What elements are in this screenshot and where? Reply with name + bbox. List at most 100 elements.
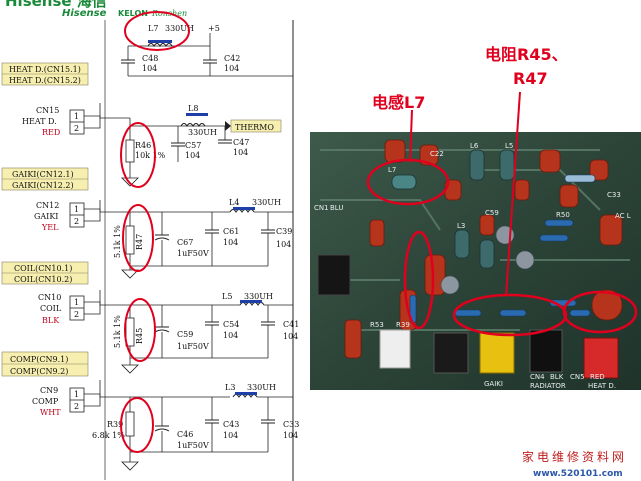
silk-gaiki: GAIKI [484, 380, 503, 388]
cn9-name: COMP [32, 397, 59, 406]
c47-label: C47 [233, 138, 249, 147]
cn15-pin1: 1 [74, 112, 79, 121]
l8-label: L8 [188, 104, 198, 113]
silk-blu: BLU [330, 204, 343, 212]
tag-gaiki-1: GAIKI(CN12.1) [12, 170, 74, 179]
brand-logo: Hisense 海信 [5, 0, 107, 10]
cn10-label: CN10 [38, 293, 61, 302]
cn15-name: HEAT D. [22, 117, 57, 126]
r45-value: 5.1k 1% [113, 315, 122, 348]
silk-r50: R50 [556, 211, 570, 219]
cn10-pin1: 1 [74, 298, 79, 307]
highlight-l7-pcb [366, 158, 450, 206]
silk-cn5: CN5 [570, 373, 585, 381]
connector-cn10: CN10 COIL BLK 1 2 [38, 290, 130, 325]
highlight-r39 [120, 397, 154, 453]
c46-value: 1uF50V [177, 441, 209, 450]
c67-label: C67 [177, 238, 193, 247]
tag-comp: COMP(CN9.1) COMP(CN9.2) [1, 351, 89, 377]
connector-tags: HEAT D.(CN15.1) HEAT D.(CN15.2) GAIKI(CN… [1, 62, 89, 377]
c43-value: 104 [223, 431, 238, 440]
l7-value: 330UH [165, 24, 194, 33]
cn12-wire: YEL [41, 223, 59, 232]
connector-cn4 [529, 329, 563, 373]
l5-label: L5 [222, 292, 232, 301]
c42-value: 104 [224, 64, 239, 73]
silk-radiator: RADIATOR [530, 382, 566, 390]
callout-arrow-resistor [505, 91, 521, 297]
cn15-label: CN15 [36, 106, 59, 115]
r46-label: R46 [135, 141, 151, 150]
inductors [391, 149, 515, 269]
l7-block: L7 330UH +5 C48 104 C42 104 [104, 11, 293, 480]
silk-blk: BLK [550, 373, 564, 381]
silk-cn1: CN1 [314, 204, 329, 212]
l8-block: L8 330UH THERMO R46 10k 1% C57 104 C47 1… [120, 104, 282, 188]
watermark-url: www.520101.com [533, 469, 623, 479]
c47-value: 104 [233, 148, 248, 157]
c42-label: C42 [224, 54, 240, 63]
tag-gaiki-2: GAIKI(CN12.2) [12, 181, 74, 190]
cn12-label: CN12 [36, 201, 59, 210]
c57-label: C57 [185, 141, 201, 150]
highlight-r46-pcb [562, 290, 638, 334]
silk-acl: AC L [615, 212, 631, 220]
tag-heat-1: HEAT D.(CN15.1) [9, 65, 81, 74]
tag-comp-2: COMP(CN9.2) [10, 367, 68, 376]
cn15-wire: RED [42, 128, 60, 137]
connector-cn12: CN12 GAIKI YEL 1 2 [34, 200, 130, 232]
cn10-name: COIL [40, 304, 62, 313]
l5-block: 5.1k 1% R45 L5 330UH C59 1uF50V C54 104 … [113, 292, 299, 374]
connector-cn15 [583, 337, 619, 379]
l8-value: 330UH [188, 128, 217, 137]
r39-label: R39 [107, 420, 123, 429]
cn12-pin1: 1 [74, 205, 79, 214]
l7-label: L7 [148, 24, 158, 33]
l5-value: 330UH [244, 292, 273, 301]
brand-kelon: KELON [118, 9, 148, 18]
tag-heat: HEAT D.(CN15.1) HEAT D.(CN15.2) [1, 62, 89, 86]
c39-value: 104 [276, 240, 291, 249]
tag-coil-1: COIL(CN10.1) [14, 264, 72, 273]
c54-label: C54 [223, 320, 239, 329]
c46-label: C46 [177, 430, 193, 439]
c59-label: C59 [177, 330, 193, 339]
c33-value: 104 [283, 431, 298, 440]
tag-comp-1: COMP(CN9.1) [10, 355, 68, 364]
c57-value: 104 [185, 151, 200, 160]
silk-r53: R53 [370, 321, 384, 329]
r47-value: 5.1k 1% [113, 225, 122, 258]
thermo-tag: THERMO [235, 123, 274, 132]
connector-cn12 [479, 332, 515, 374]
l4-block: 5.1k 1% R47 L4 330UH C67 1uF50V C61 104 … [113, 198, 293, 279]
callout-arrow-inductor [409, 109, 413, 163]
c43-label: C43 [223, 420, 239, 429]
c59-value: 1uF50V [177, 342, 209, 351]
inductor-l7 [391, 174, 417, 190]
highlight-r45 [124, 298, 156, 362]
l4-value: 330UH [252, 198, 281, 207]
silk-l5: L5 [505, 142, 513, 150]
header-brand: Hisense 海信 Hisense KELON Ronshen [0, 0, 280, 19]
cn9-pin1: 1 [74, 390, 79, 399]
c39-label: C39 [276, 227, 292, 236]
c54-value: 104 [223, 331, 238, 340]
tag-coil: COIL(CN10.1) COIL(CN10.2) [1, 261, 89, 285]
l3-value: 330UH [247, 383, 276, 392]
c41-label: C41 [283, 320, 299, 329]
cn9-label: CN9 [40, 386, 58, 395]
connector-cn10 [433, 332, 469, 374]
cn12-pin2: 2 [74, 217, 79, 226]
ic-chip [317, 254, 351, 296]
c41-value: 104 [283, 332, 298, 341]
highlight-l7-schematic [124, 11, 190, 51]
silk-red: RED [590, 373, 605, 381]
silk-cn4: CN4 [530, 373, 545, 381]
silk-l7: L7 [388, 166, 396, 174]
callout-inductor-l7: 电感L7 [372, 93, 425, 112]
pcb-photo: C22 L7 L6 L5 L3 C59 R50 R53 R39 C33 CN1 … [310, 91, 641, 390]
brand-hisense: Hisense [62, 8, 107, 19]
l4-label: L4 [229, 198, 239, 207]
red-capacitors [344, 139, 623, 359]
silk-c33: C33 [607, 191, 621, 199]
